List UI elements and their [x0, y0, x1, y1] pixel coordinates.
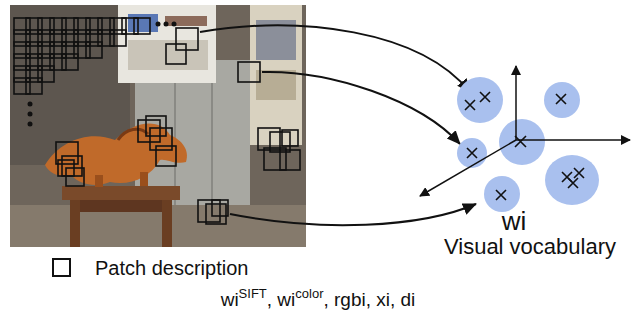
descriptor-line: wiSIFT, wicolor, rgbi, xi, di [221, 290, 416, 309]
patch-squares [14, 18, 300, 224]
photo [10, 5, 306, 247]
descriptor-text: wi [221, 289, 239, 310]
descriptor-text: , wi [267, 289, 296, 310]
feature-marks [465, 92, 584, 200]
axes [420, 66, 630, 196]
vocabulary-caption: Visual vocabulary [444, 236, 616, 258]
descriptor-superscript: color [295, 286, 323, 301]
ellipsis-dots [28, 22, 177, 127]
descriptor-superscript: SIFT [239, 286, 267, 301]
cluster-circles [457, 77, 599, 212]
mapping-arrows [200, 25, 476, 225]
descriptor-text: , rgbi, xi, di [323, 289, 415, 310]
legend-text: Patch description [95, 258, 248, 278]
vocabulary-symbol: wi [502, 208, 527, 234]
legend-swatch [52, 258, 71, 277]
